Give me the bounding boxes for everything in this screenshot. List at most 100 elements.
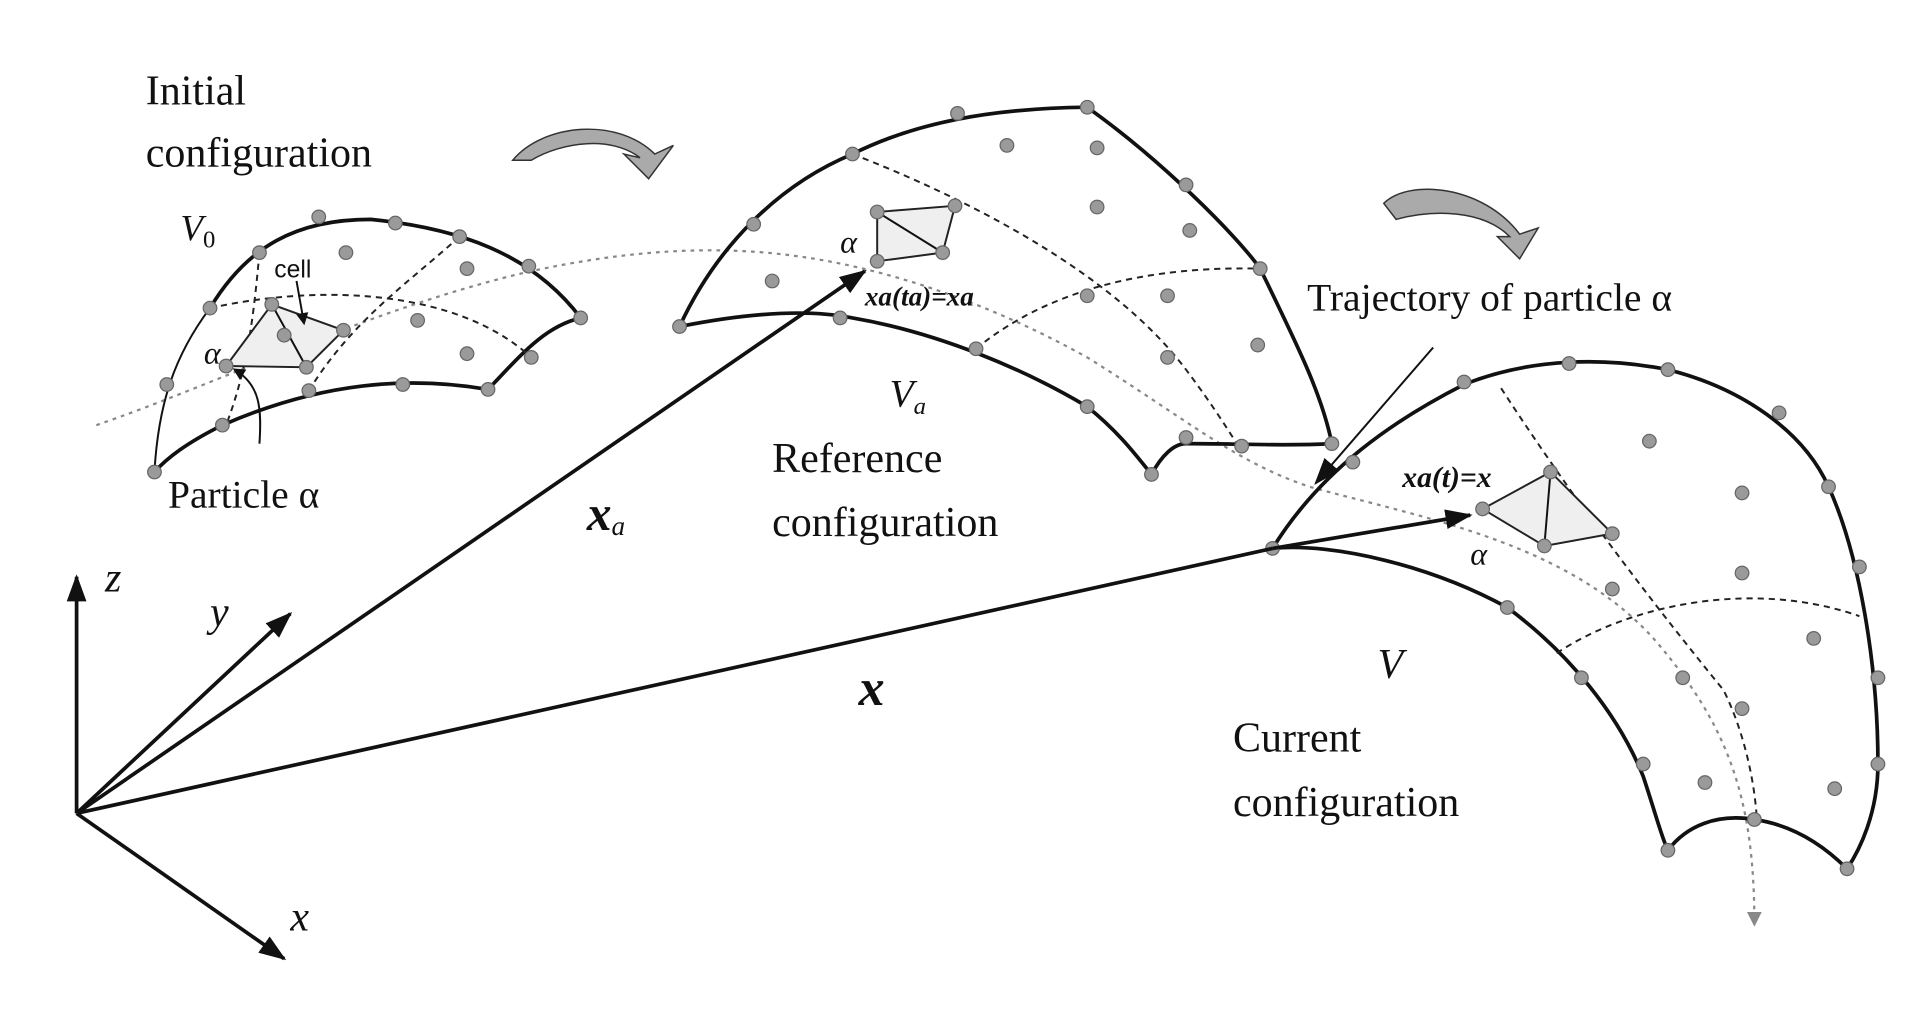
xa-vector-arrow (75, 269, 867, 815)
reference-label-line2: configuration (772, 500, 998, 546)
particle-node (338, 245, 354, 261)
particle-node (1660, 842, 1676, 858)
particle-node (1827, 781, 1843, 797)
particle-node (1178, 177, 1194, 193)
particle-node (950, 105, 965, 121)
particle-node (1089, 199, 1105, 215)
particle-node (832, 310, 848, 326)
particle-node (1604, 581, 1620, 597)
particle-node (311, 209, 327, 225)
trajectory-label: Trajectory of particle α (1307, 276, 1672, 320)
particle-node (147, 464, 162, 480)
xa-vector-label: xa (586, 486, 625, 541)
particle-node (298, 359, 314, 375)
initial-label-line1: Initial (146, 69, 246, 115)
particle-node (264, 296, 280, 312)
particle-node (1870, 670, 1886, 686)
x-axis-label: x (289, 894, 309, 940)
cell-label: cell (274, 256, 311, 283)
particle-node (459, 346, 475, 362)
particle-node (1456, 374, 1472, 390)
current-label-line1: Current (1233, 716, 1362, 762)
particle-node (999, 138, 1015, 153)
particle-node (1536, 538, 1552, 554)
particle-node (1345, 454, 1361, 470)
particle-node (214, 417, 230, 433)
particle-node (452, 229, 468, 245)
reference-label-line1: Reference (772, 436, 942, 482)
particle-node (764, 273, 780, 289)
particle-node (1250, 337, 1266, 353)
xa-ta-label: xa(ta)=xa (864, 282, 974, 312)
particle-node (1660, 362, 1676, 378)
particle-node (845, 146, 860, 162)
transition-arrow-icon-2 (1382, 188, 1540, 260)
particle-node (1821, 479, 1836, 495)
particle-node (1252, 261, 1268, 277)
particle-node (1604, 526, 1620, 541)
particle-node (968, 341, 984, 357)
particle-node (1806, 630, 1822, 646)
cell-pointer-arrow (295, 280, 309, 326)
alpha-label-current: α (1470, 535, 1488, 571)
particle-node (459, 261, 475, 277)
particle-node (1178, 430, 1194, 445)
particle-node (672, 319, 687, 334)
particle-node (1499, 600, 1515, 615)
particle-nodes (147, 99, 1886, 877)
particle-node (1734, 485, 1750, 501)
alpha-label-initial: α (204, 335, 222, 371)
particle-node (1079, 99, 1095, 115)
particle-node (1324, 436, 1340, 452)
xa-t-label: xa(t)=x (1401, 462, 1492, 494)
particle-node (573, 310, 589, 326)
particle-node (1839, 861, 1855, 877)
particle-node (1160, 288, 1175, 304)
particle-node (1561, 356, 1577, 371)
particle-node (523, 349, 539, 365)
particle-label: Particle α (168, 473, 319, 517)
current-label-line2: configuration (1233, 780, 1459, 826)
z-axis-label: z (104, 556, 121, 602)
v0-label: V0 (180, 208, 215, 253)
trajectory-path (96, 249, 1762, 927)
particle-node (1574, 670, 1589, 686)
coordinate-axes (66, 269, 1473, 961)
particle-node (1182, 223, 1198, 238)
particle-node (410, 313, 426, 328)
particle-node (869, 253, 885, 269)
particle-node (1635, 756, 1651, 772)
particle-node (1079, 288, 1095, 304)
particle-node (1234, 438, 1250, 454)
particle-pointer-arrow (232, 368, 262, 444)
particle-node (1771, 405, 1787, 421)
particle-node (336, 322, 351, 338)
particle-node (1734, 565, 1750, 581)
particle-node (1641, 433, 1657, 449)
particle-node (1079, 399, 1095, 415)
particle-node (869, 204, 885, 220)
particle-node (1144, 467, 1159, 482)
particle-node (395, 377, 411, 392)
particle-node (1089, 140, 1105, 156)
reference-surface (677, 105, 1334, 478)
particle-node (1734, 701, 1750, 716)
particle-node (746, 216, 762, 232)
va-label: Va (890, 372, 926, 420)
particle-node (301, 383, 317, 399)
particle-node (935, 245, 951, 261)
particle-node (947, 198, 963, 214)
particle-node (202, 300, 218, 316)
particle-node (521, 258, 537, 274)
particle-node (218, 358, 234, 374)
particle-node (276, 327, 292, 343)
alpha-label-reference: α (840, 224, 858, 260)
particle-node (1543, 464, 1558, 480)
particle-node (1475, 501, 1490, 517)
particle-node (1851, 559, 1867, 575)
x-vector-line (76, 546, 1273, 816)
particle-node (1675, 670, 1691, 686)
particle-node (1870, 756, 1886, 772)
